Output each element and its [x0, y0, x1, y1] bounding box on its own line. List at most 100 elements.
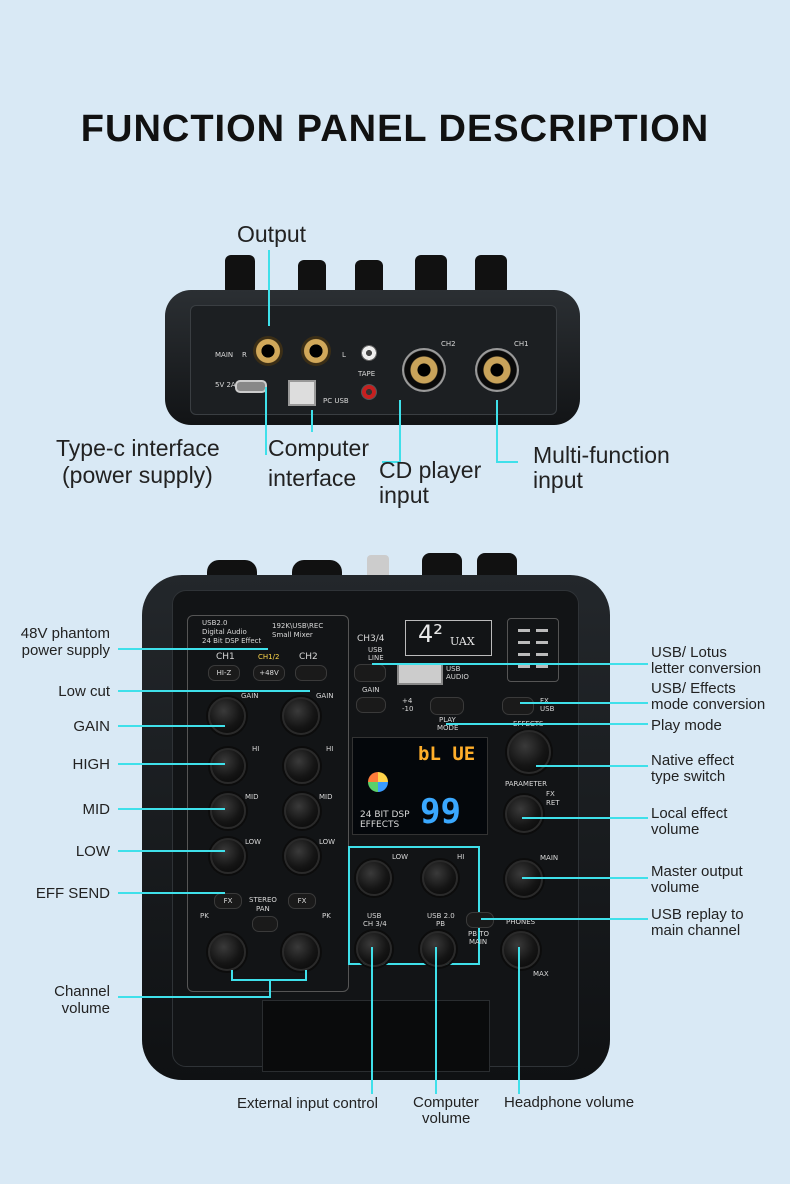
cd-player-callout-line2: input: [379, 482, 429, 508]
low-cut-button[interactable]: [295, 665, 327, 681]
eff-send-callout: EFF SEND: [35, 885, 110, 902]
fx-label: FX: [297, 897, 307, 905]
external-input-callout: External input control: [237, 1095, 378, 1112]
rear-pcusb-label: PC USB: [323, 397, 349, 405]
mid-label-ch1: MID: [245, 793, 259, 801]
left-section-frame: [187, 615, 349, 992]
stereo-pan-button[interactable]: [252, 916, 278, 932]
ch2-low-knob[interactable]: [284, 838, 320, 874]
usb-lotus-switch[interactable]: [354, 664, 386, 682]
master-output-callout-line2: volume: [651, 879, 700, 896]
ch34-hi-knob[interactable]: [422, 860, 458, 896]
tape-jack-white: [361, 345, 377, 361]
ch1-gain-knob[interactable]: [208, 697, 246, 735]
local-effect-callout-line1: Local effect: [651, 805, 728, 822]
fx-usb-switch[interactable]: [502, 697, 534, 715]
computer-volume-callout-line1: Computer: [413, 1094, 479, 1111]
rear-ch1-label: CH1: [514, 340, 529, 348]
ch34-low-label: LOW: [392, 853, 409, 861]
usb-replay-callout-line1: USB replay to: [651, 906, 744, 923]
pb-to-main-label-2: MAIN: [469, 938, 488, 946]
phones-knob[interactable]: [502, 931, 540, 969]
play-mode-button[interactable]: [430, 697, 464, 715]
ch34-low-knob[interactable]: [356, 860, 392, 896]
rec-info-line1: 192K\USB\REC: [272, 622, 324, 630]
fx-return-knob[interactable]: [505, 795, 543, 833]
low-label-ch1: LOW: [245, 838, 262, 846]
type-c-callout-line1: Type-c interface: [56, 435, 220, 461]
tape-jack-red: [361, 384, 377, 400]
rear-tape-label: TAPE: [358, 370, 376, 378]
hiz-button[interactable]: HI-Z: [208, 665, 240, 681]
main-out-r-jack: [253, 336, 283, 366]
fx-send-button-ch1[interactable]: FX: [214, 893, 242, 909]
computer-callout-line1: Computer: [268, 435, 369, 461]
fx-usb-label-1: FX: [540, 697, 549, 705]
top-knob: [225, 255, 255, 295]
mid-label-ch2: MID: [319, 793, 333, 801]
usb-effects-callout-line2: mode conversion: [651, 696, 766, 713]
ch1-high-knob[interactable]: [210, 748, 246, 784]
ch34-gain-label: GAIN: [362, 686, 380, 694]
page-title: FUNCTION PANEL DESCRIPTION: [80, 108, 710, 150]
usb-ch34-knob[interactable]: [356, 931, 392, 967]
ch1-low-knob[interactable]: [210, 838, 246, 874]
fx-ret-label-2: RET: [546, 799, 560, 807]
usb-line-label-1: USB: [368, 646, 383, 654]
display-label-1: 24 BIT DSP: [360, 810, 410, 820]
usb-pb-knob[interactable]: [420, 931, 456, 967]
fx-usb-label-2: USB: [540, 705, 555, 713]
local-effect-callout-line2: volume: [651, 821, 700, 838]
ch1-label: CH1: [216, 652, 235, 662]
rec-info-line2: Small Mixer: [272, 631, 313, 639]
display-text: bL UE: [418, 743, 476, 765]
pk-label-ch1: PK: [200, 912, 209, 920]
computer-callout-line2: interface: [268, 465, 357, 491]
cd-player-callout-line1: CD player: [379, 457, 482, 483]
ch2-mid-knob[interactable]: [284, 793, 320, 829]
low-cut-callout: Low cut: [58, 683, 110, 700]
rear-l-label: L: [342, 351, 346, 359]
phantom-48v-button[interactable]: +48V: [253, 665, 285, 681]
low-label-ch2: LOW: [319, 838, 336, 846]
channel-volume-callout-line2: volume: [61, 1000, 110, 1017]
usb-replay-callout-line2: main channel: [651, 922, 741, 939]
play-mode-label-1: PLAY: [439, 716, 456, 724]
usb-ch34-label-2: CH 3/4: [363, 920, 387, 928]
pb-to-main-label-1: PB TO: [468, 930, 490, 938]
rear-r-label: R: [242, 351, 247, 359]
top-knob: [475, 255, 507, 295]
display-number: 99: [420, 792, 461, 832]
type-c-callout-line2: (power supply): [62, 462, 213, 488]
fx-label: FX: [223, 897, 233, 905]
rear-main-label: MAIN: [215, 351, 234, 359]
usb-b-port: [288, 380, 316, 406]
usb-line-label-2: LINE: [368, 654, 384, 662]
logo-mark: 4²: [418, 620, 443, 648]
usb-info-line3: 24 Bit DSP Effect: [202, 637, 262, 645]
play-mode-label-2: MODE: [437, 724, 459, 732]
output-callout: Output: [237, 221, 307, 247]
main-out-l-jack: [301, 336, 331, 366]
ch2-high-knob[interactable]: [284, 748, 320, 784]
max-label: MAX: [533, 970, 549, 978]
logo-frame: [405, 620, 492, 656]
ch34-eq-frame: [348, 846, 480, 965]
fx-send-button-ch2[interactable]: FX: [288, 893, 316, 909]
ch1-volume-knob[interactable]: [208, 933, 246, 971]
ch1-mid-knob[interactable]: [210, 793, 246, 829]
usb-lotus-callout-line2: letter conversion: [651, 660, 762, 677]
ch2-volume-knob[interactable]: [282, 933, 320, 971]
headphone-volume-callout: Headphone volume: [504, 1094, 635, 1111]
phantom-callout-line2: power supply: [21, 642, 110, 659]
meter-bar-r: [536, 629, 548, 674]
ch34-level-switch[interactable]: [356, 697, 386, 713]
usb-info-line2: Digital Audio: [202, 628, 247, 636]
ch2-gain-knob[interactable]: [282, 697, 320, 735]
stereo-pan-label-1: STEREO: [249, 896, 277, 904]
rear-power-label: 5V 2A: [215, 381, 236, 389]
display-label-2: EFFECTS: [360, 820, 400, 830]
main-label: MAIN: [540, 854, 559, 862]
hi-label-ch1: HI: [252, 745, 260, 753]
native-effect-callout-line2: type switch: [651, 768, 726, 785]
